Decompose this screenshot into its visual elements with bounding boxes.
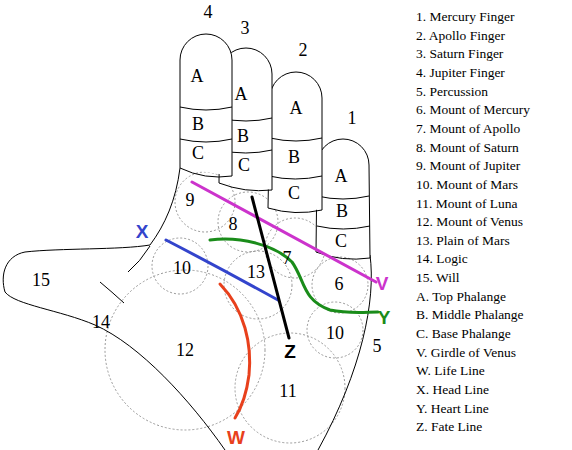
- finger-base: [219, 183, 272, 191]
- palm-lines: [166, 182, 378, 418]
- key-entry: 12. Mount of Venus: [416, 215, 523, 229]
- phalange-crease: [270, 138, 322, 141]
- phalange-letter: C: [288, 184, 300, 202]
- key-entry: V. Girdle of Venus: [416, 346, 516, 360]
- phalange-crease: [180, 139, 232, 142]
- key-entry: 6. Mount of Mercury: [416, 103, 530, 117]
- phalange-crease: [317, 226, 370, 229]
- palm-edge: [3, 168, 225, 450]
- key-entry: 10. Mount of Mars: [416, 178, 518, 192]
- key-entry: Y. Heart Line: [416, 402, 489, 416]
- callout-number: 10: [326, 324, 344, 342]
- callout-number: 14: [92, 313, 110, 331]
- key-entry: C. Base Phalange: [416, 327, 511, 341]
- phalange-letter: A: [191, 67, 204, 85]
- key-entry: 8. Mount of Saturn: [416, 141, 519, 155]
- callout-number: 11: [279, 382, 296, 400]
- finger-number: 4: [204, 3, 213, 21]
- phalange-letter: B: [336, 202, 348, 220]
- finger-number: 2: [299, 41, 308, 59]
- key-entry: 9. Mount of Jupiter: [416, 159, 520, 173]
- callout-number: 6: [335, 275, 344, 293]
- phalange-crease: [180, 107, 232, 110]
- key-entry: 2. Apollo Finger: [416, 29, 505, 43]
- finger-number: 1: [348, 109, 357, 127]
- mount-circle: [235, 333, 345, 443]
- key-entry: X. Head Line: [416, 383, 489, 397]
- finger-number: 3: [241, 19, 250, 37]
- phalange-crease: [269, 176, 322, 179]
- fingers: [180, 34, 370, 259]
- phalange-letter: A: [335, 167, 348, 185]
- key-entry: 13. Plain of Mars: [416, 234, 510, 248]
- phalange-letter: C: [238, 156, 250, 174]
- phalange-letter: C: [192, 144, 204, 162]
- line-letter: X: [136, 222, 149, 241]
- line-letter: Z: [284, 342, 296, 361]
- thumb-crease: [128, 246, 150, 272]
- phalange-letter: B: [192, 115, 204, 133]
- callout-number: 13: [247, 263, 265, 281]
- key-entry: 14. Logic: [416, 252, 468, 266]
- key-entry: 7. Mount of Apollo: [416, 122, 520, 136]
- callout-number: 8: [229, 215, 238, 233]
- phalange-letter: B: [288, 148, 300, 166]
- phalange-letter: B: [237, 127, 249, 145]
- phalange-letter: A: [290, 99, 303, 117]
- callout-number: 15: [32, 271, 50, 289]
- key-entry: 1. Mercury Finger: [416, 10, 515, 24]
- phalange-letter: C: [335, 232, 347, 250]
- callout-number: 10: [173, 259, 191, 277]
- key-entry: 11. Mount of Luna: [416, 197, 518, 211]
- phalange-letter: A: [235, 85, 248, 103]
- key-entry: W. Life Line: [416, 364, 485, 378]
- key-entry: A. Top Phalange: [416, 290, 506, 304]
- mount-circle: [105, 270, 265, 430]
- finger-outline: [316, 139, 370, 258]
- callout-number: 5: [373, 337, 382, 355]
- line-letter: W: [227, 428, 245, 447]
- apollo-finger: [268, 72, 322, 213]
- jupiter-finger: [180, 34, 232, 177]
- finger-base: [268, 208, 322, 213]
- percussion-edge: [318, 255, 371, 450]
- thumb-crease: [100, 282, 124, 303]
- key-entry: 5. Percussion: [416, 85, 488, 99]
- head-line: [166, 240, 278, 300]
- phalange-crease: [317, 196, 369, 199]
- mercury-finger: [316, 139, 370, 259]
- key-entry: 15. Will: [416, 271, 459, 285]
- callout-number: 7: [283, 249, 292, 267]
- line-letter: V: [376, 274, 389, 293]
- line-letter: Y: [378, 308, 391, 327]
- finger-base: [180, 168, 232, 177]
- callout-number: 9: [186, 191, 195, 209]
- key-entry: 3. Saturn Finger: [416, 47, 503, 61]
- key-entry: 4. Jupiter Finger: [416, 66, 505, 80]
- key-entry: Z. Fate Line: [416, 420, 482, 434]
- life-line: [220, 284, 250, 418]
- key-entry: B. Middle Phalange: [416, 308, 524, 322]
- callout-number: 12: [176, 341, 194, 359]
- finger-outline: [180, 34, 232, 176]
- finger-outline: [268, 72, 322, 210]
